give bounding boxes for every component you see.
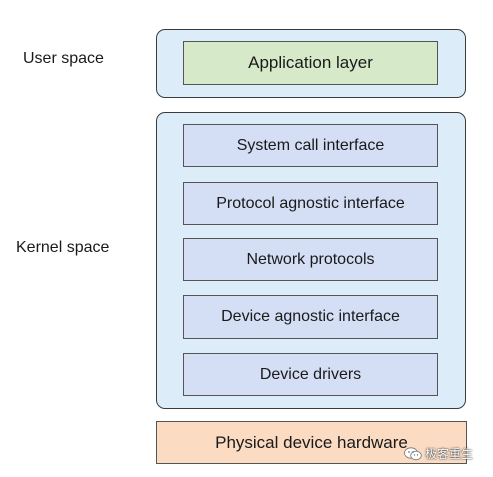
kernel-space-label: Kernel space xyxy=(16,239,110,256)
watermark: 极客重生 xyxy=(404,445,473,462)
network-protocols-box: Network protocols xyxy=(183,238,438,281)
application-layer-box: Application layer xyxy=(183,41,438,85)
device-drivers-box: Device drivers xyxy=(183,353,438,396)
wechat-icon xyxy=(404,446,422,461)
system-call-interface-box: System call interface xyxy=(183,124,438,167)
device-agnostic-interface-box: Device agnostic interface xyxy=(183,295,438,339)
user-space-label: User space xyxy=(23,50,104,67)
watermark-text: 极客重生 xyxy=(425,447,474,461)
protocol-agnostic-interface-box: Protocol agnostic interface xyxy=(183,182,438,225)
